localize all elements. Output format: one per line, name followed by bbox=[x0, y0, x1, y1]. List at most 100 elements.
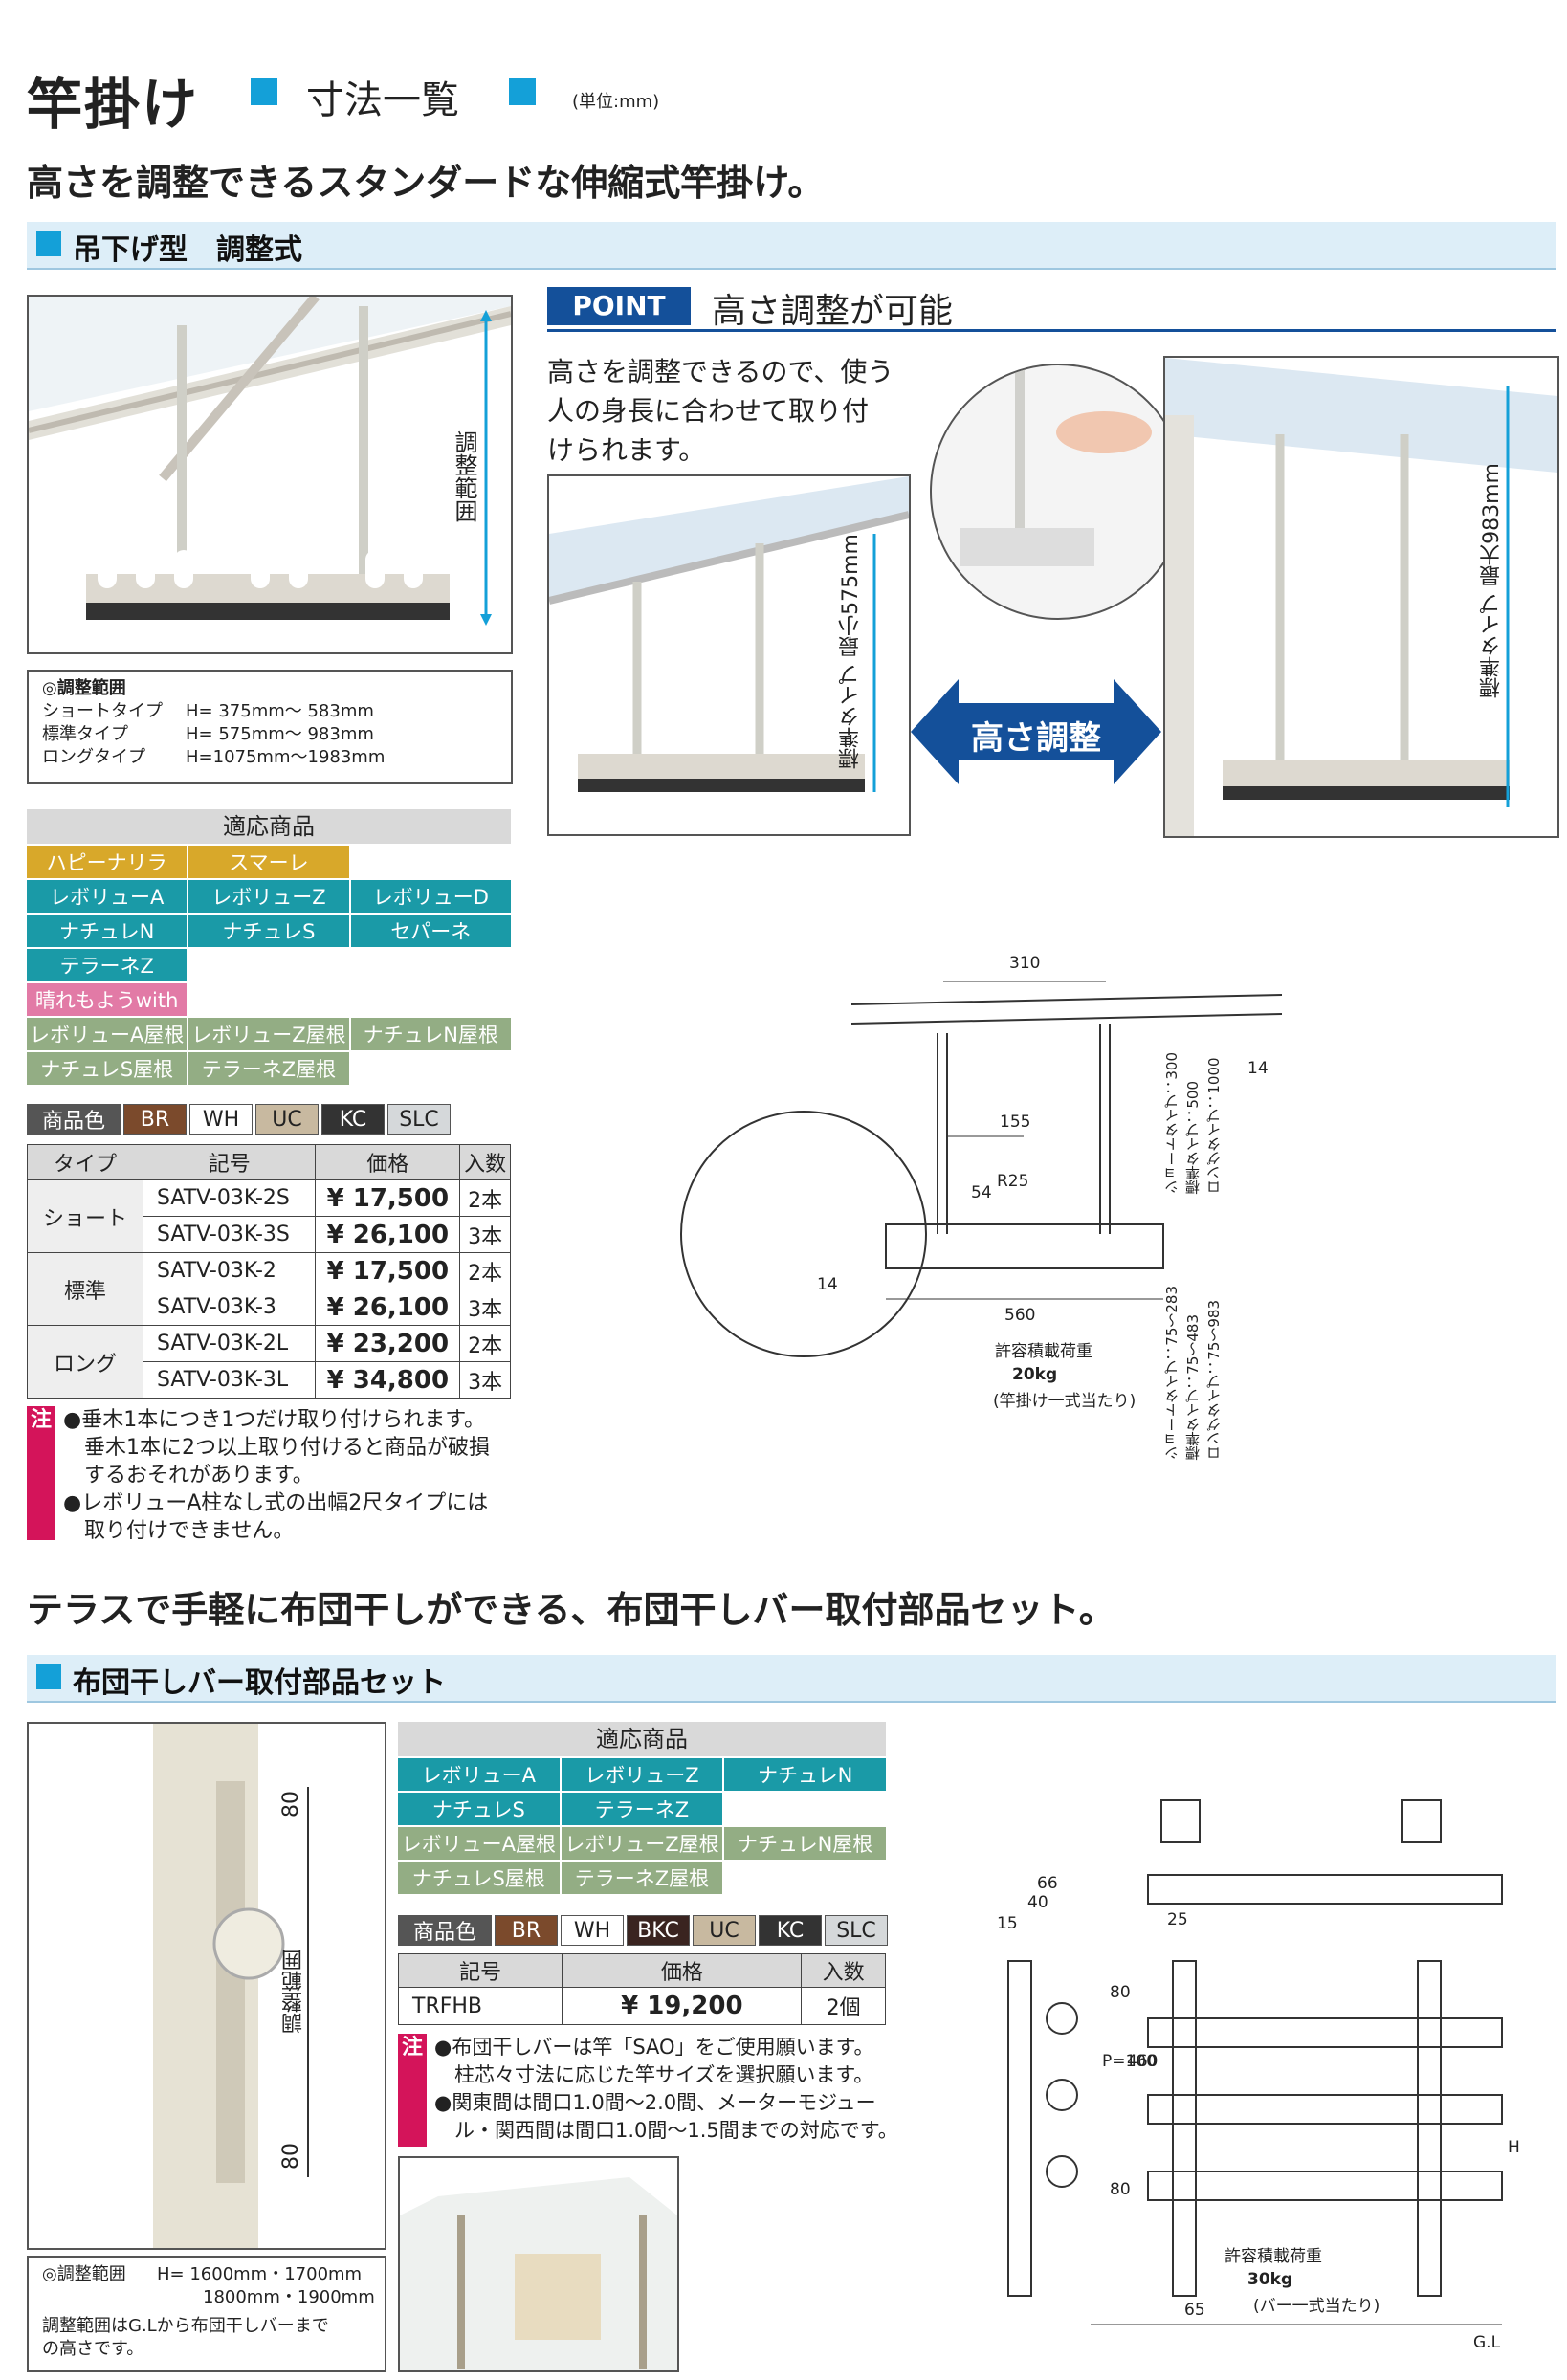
title-square-left bbox=[251, 78, 277, 105]
product-item bbox=[351, 1052, 511, 1085]
product-item: レボリューA bbox=[27, 880, 188, 913]
table-price-cell: ¥ 23,200 bbox=[315, 1325, 461, 1362]
color-swatch: BR bbox=[123, 1104, 187, 1135]
headline-2: テラスで手軽に布団干しができる、布団干しバー取付部品セット。 bbox=[27, 1589, 1115, 1631]
dim-14-top: 14 bbox=[1247, 1059, 1269, 1078]
range2-value-1: H= 1600mm・1700mm bbox=[157, 2264, 363, 2284]
load-title-1: 許容積載荷重 bbox=[995, 1342, 1092, 1361]
load-title-2: 許容積載荷重 bbox=[1225, 2247, 1322, 2266]
table-price-cell: ¥ 17,500 bbox=[315, 1179, 461, 1217]
max-height-photo: 標準タイプ 最大983mm bbox=[1163, 356, 1559, 838]
note-line: 垂木1本に2つ以上取り付けると商品が破損 bbox=[63, 1436, 490, 1460]
diagram-height-label: ロングタイプ：1000 bbox=[1205, 1057, 1223, 1195]
dim2-gl: G.L bbox=[1473, 2333, 1501, 2352]
product-item: ナチュレS bbox=[398, 1793, 560, 1825]
table-header: 記号 bbox=[142, 1144, 317, 1180]
range-value: H= 375mm〜 583mm bbox=[186, 701, 374, 721]
diagram-range-label: 標準タイプ：75〜483 bbox=[1184, 1314, 1202, 1461]
product-item: テラーネZ bbox=[561, 1793, 723, 1825]
diagram-range-label: ロングタイプ：75〜983 bbox=[1205, 1300, 1223, 1461]
table-price-cell: ¥ 34,800 bbox=[315, 1361, 461, 1399]
range-value: H=1075mm〜1983mm bbox=[186, 747, 386, 767]
dim2-460: 460 bbox=[1127, 2052, 1158, 2071]
color-swatch: SLC bbox=[387, 1104, 451, 1135]
diagram-height-label: ショートタイプ：300 bbox=[1163, 1052, 1181, 1195]
product-item: レボリューZ屋根 bbox=[561, 1827, 723, 1860]
table-qty-cell: 2本 bbox=[459, 1252, 511, 1289]
dim-155: 155 bbox=[1000, 1113, 1030, 1132]
photo2-range-label: 調整範囲 bbox=[282, 1950, 306, 2034]
dim-560: 560 bbox=[1004, 1306, 1035, 1325]
color-swatch: WH bbox=[189, 1104, 253, 1135]
photo2-dim-bottom: 80 bbox=[279, 2143, 303, 2170]
color-swatch: SLC bbox=[825, 1915, 888, 1946]
product-item: ナチュレN屋根 bbox=[724, 1827, 886, 1860]
range-type: ロングタイプ bbox=[42, 747, 145, 767]
min-height-label: 標準タイプ 最小575mm bbox=[839, 534, 863, 769]
products-title-1: 適応商品 bbox=[27, 809, 511, 844]
table-qty-cell: 3本 bbox=[459, 1216, 511, 1253]
product-item: ナチュレN屋根 bbox=[350, 1018, 511, 1050]
table-price-cell: ¥ 17,500 bbox=[315, 1252, 461, 1289]
product-item bbox=[188, 983, 348, 1016]
product-item: 晴れもようwith bbox=[27, 983, 188, 1016]
table-header: 価格 bbox=[315, 1144, 461, 1180]
table-qty-cell: 2本 bbox=[459, 1179, 511, 1217]
point-badge: POINT bbox=[547, 287, 691, 325]
color-swatch: KC bbox=[759, 1915, 822, 1946]
unit-label: (単位:mm) bbox=[572, 92, 660, 112]
product-item bbox=[351, 949, 511, 981]
dim2-80-bottom: 80 bbox=[1110, 2180, 1131, 2199]
section1-bar-title: 吊下げ型 調整式 bbox=[73, 233, 302, 267]
table-type-cell: 標準 bbox=[27, 1252, 143, 1326]
diagram-height-label: 標準タイプ：500 bbox=[1184, 1081, 1202, 1195]
product-item: ナチュレS bbox=[188, 915, 349, 947]
note-line: ●布団干しバーは竿「SAO」をご使用願います。 bbox=[434, 2036, 874, 2059]
load-note-1: (竿掛け一式当たり) bbox=[993, 1392, 1136, 1411]
table-price-cell: ¥ 26,100 bbox=[315, 1289, 461, 1326]
dim2-h: H bbox=[1508, 2138, 1520, 2157]
product-item: ナチュレS屋根 bbox=[27, 1052, 188, 1085]
height-adjust-label: 高さ調整 bbox=[971, 719, 1101, 758]
point-text: 高さを調整できるので、使う人の身長に合わせて取り付けられます。 bbox=[547, 352, 894, 470]
table-header: 価格 bbox=[562, 1953, 803, 1988]
point-title: 高さ調整が可能 bbox=[712, 292, 954, 331]
diagram-range-label: ショートタイプ：75〜283 bbox=[1163, 1286, 1181, 1461]
product-item bbox=[351, 983, 511, 1016]
color-swatch: UC bbox=[255, 1104, 319, 1135]
range2-note-2: の高さです。 bbox=[42, 2339, 144, 2359]
color-swatch: WH bbox=[561, 1915, 624, 1946]
dim-310: 310 bbox=[1009, 954, 1040, 973]
range2-note-1: 調整範囲はG.Lから布団干しバーまで bbox=[42, 2316, 329, 2336]
table-header: 記号 bbox=[397, 1953, 563, 1988]
terrace-photo bbox=[398, 2156, 679, 2372]
range-box-2: ◎調整範囲 H= 1600mm・1700mm 1800mm・1900mm 調整範… bbox=[27, 2256, 386, 2372]
range2-value-2: 1800mm・1900mm bbox=[203, 2287, 375, 2307]
product-item: ハピーナリラ bbox=[27, 846, 188, 878]
table-qty-cell: 2個 bbox=[801, 1987, 886, 2025]
table-price-cell: ¥ 19,200 bbox=[562, 1987, 803, 2025]
dim2-40: 40 bbox=[1027, 1893, 1048, 1912]
hanger-photo-drawing bbox=[29, 297, 511, 626]
max-height-label: 標準タイプ 最大983mm bbox=[1480, 463, 1504, 698]
product-item bbox=[724, 1862, 886, 1894]
table-type-cell: ロング bbox=[27, 1325, 143, 1399]
product-item bbox=[188, 949, 348, 981]
page-title: 竿掛け bbox=[27, 72, 200, 137]
table-code-cell: SATV-03K-3L bbox=[142, 1361, 317, 1399]
load-note-2: (バー一式当たり) bbox=[1253, 2297, 1379, 2316]
product-item: ナチュレS屋根 bbox=[398, 1862, 560, 1894]
product-item: レボリューD bbox=[350, 880, 511, 913]
